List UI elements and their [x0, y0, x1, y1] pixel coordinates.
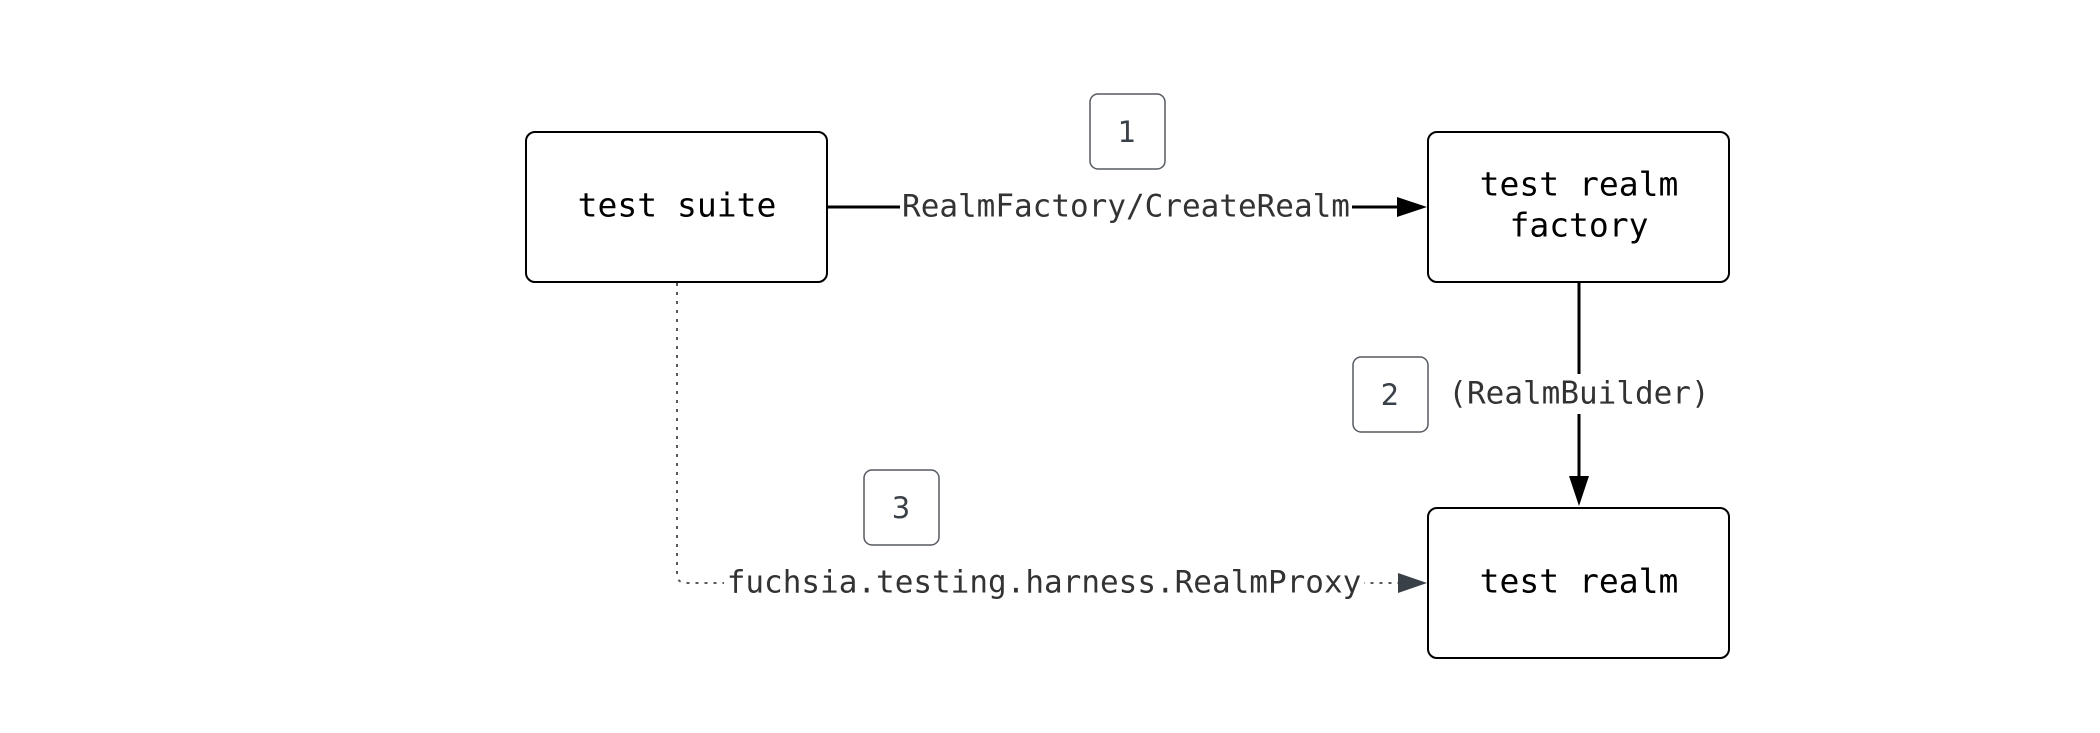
node-test-realm: test realm — [1427, 507, 1730, 659]
node-test-realm-factory: test realm factory — [1427, 131, 1730, 283]
step-number-3: 3 — [892, 491, 910, 525]
node-label-test-realm: test realm — [1480, 562, 1679, 601]
edge-create-realm: RealmFactory/CreateRealm — [828, 188, 1427, 228]
edge-label-realm-builder: (RealmBuilder) — [1448, 376, 1709, 412]
edge-realm-builder: (RealmBuilder) — [1444, 283, 1714, 506]
node-label-factory-line1: test realm — [1480, 165, 1679, 204]
edge-realm-proxy: fuchsia.testing.harness.RealmProxy — [676, 283, 1427, 603]
step-badge-1: 1 — [1089, 93, 1166, 170]
edge-label-realm-proxy: fuchsia.testing.harness.RealmProxy — [727, 565, 1362, 601]
step-badge-2: 2 — [1352, 356, 1429, 433]
step-badge-3: 3 — [863, 469, 940, 546]
node-test-suite: test suite — [525, 131, 828, 283]
step-number-1: 1 — [1118, 115, 1136, 149]
step-number-2: 2 — [1381, 378, 1399, 412]
node-label-test-suite: test suite — [578, 186, 777, 225]
edge-label-create-realm: RealmFactory/CreateRealm — [902, 189, 1350, 225]
node-label-factory-line2: factory — [1509, 206, 1648, 245]
